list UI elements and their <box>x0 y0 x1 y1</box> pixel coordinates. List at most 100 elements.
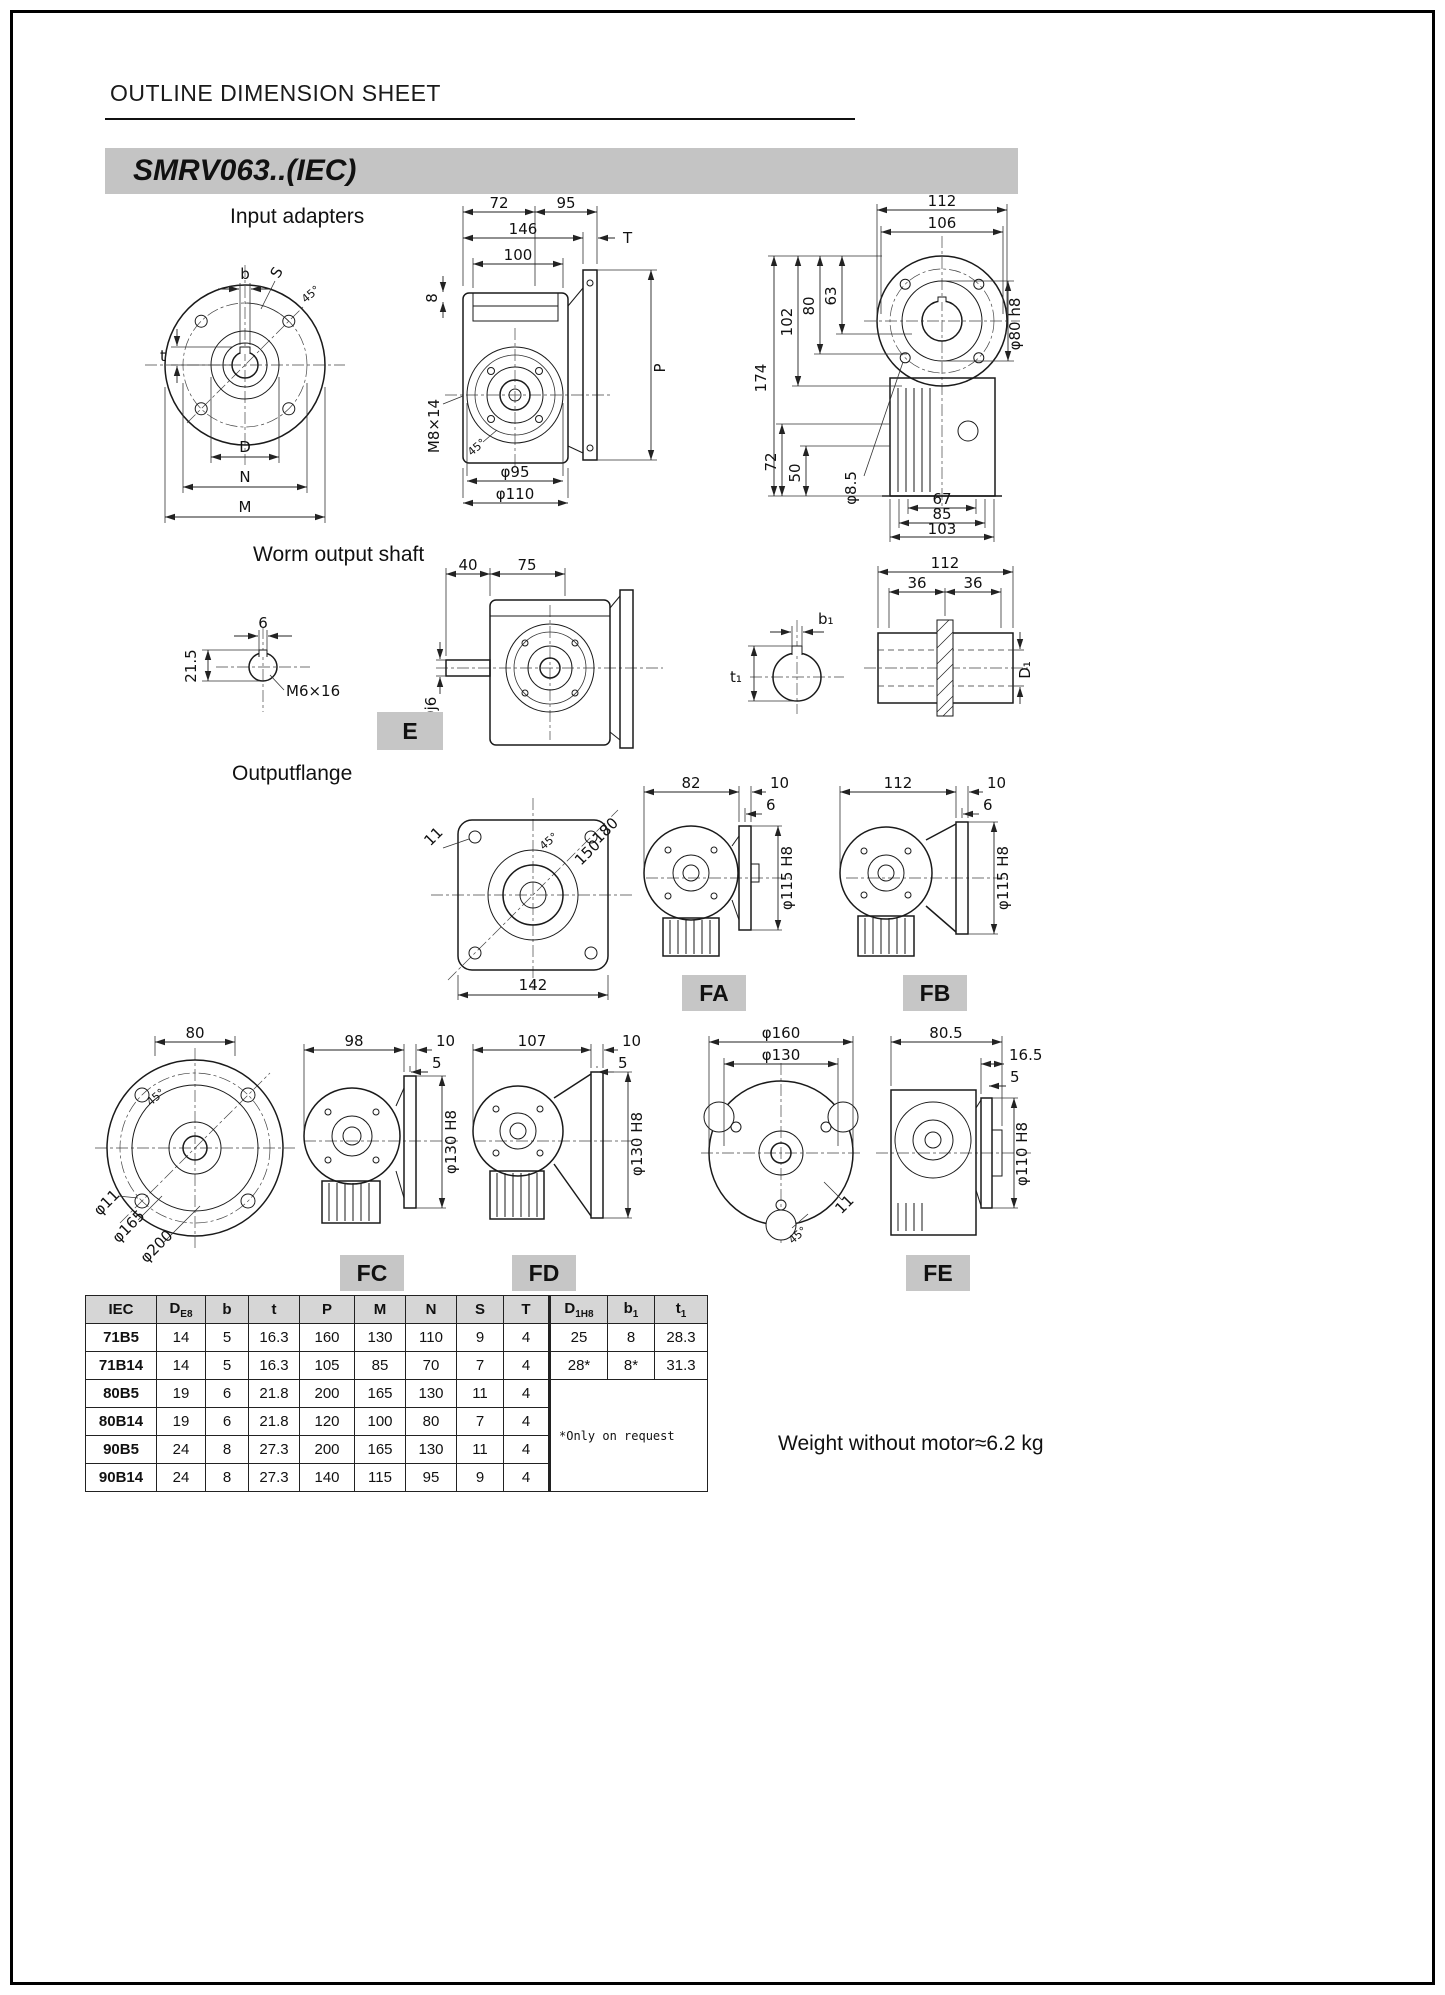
table-header-cell: D1H8 <box>548 1295 608 1324</box>
table-cell: 140 <box>299 1463 355 1492</box>
drawing-geometry <box>145 265 345 465</box>
figure-worm-shaft-end: 6 21.5 M6×16 <box>182 614 340 712</box>
dim-label-5: 5 <box>432 1054 442 1072</box>
table-cell: 200 <box>299 1435 355 1464</box>
dim-label-174: 174 <box>752 364 770 393</box>
drawing-geometry <box>750 620 844 714</box>
dimension-lines <box>303 1044 446 1209</box>
dim-label-85: 85 <box>932 505 951 523</box>
table-cell: 9 <box>456 1323 504 1352</box>
dim-label-M6x16: M6×16 <box>286 682 340 700</box>
table-cell: 14 <box>156 1351 206 1380</box>
dim-label-6: 6 <box>983 796 993 814</box>
dim-label-phi115: φ115 H8 <box>994 846 1012 910</box>
dim-label-106: 106 <box>928 214 957 232</box>
variant-box-FA: FA <box>682 975 746 1011</box>
drawing-geometry <box>701 1063 1031 1243</box>
variant-box-FC: FC <box>340 1255 404 1291</box>
dim-label-142: 142 <box>519 976 548 994</box>
figure-fb: 112 10 6 φ115 H8 <box>839 774 1012 957</box>
dim-label-T: T <box>622 229 633 247</box>
table-row-label: 71B5 <box>85 1323 157 1352</box>
dimension-lines <box>164 280 326 523</box>
dim-label-5: 5 <box>1010 1068 1020 1086</box>
table-cell: 7 <box>456 1351 504 1380</box>
figure-fa: 82 10 6 φ115 H8 <box>643 774 796 957</box>
table-cell: 85 <box>354 1351 406 1380</box>
table-cell: 4 <box>503 1407 550 1436</box>
dim-label-75: 75 <box>517 556 536 574</box>
figure-square-flange: 11 180 150 45° 142 <box>420 798 635 1000</box>
table-cell: 95 <box>405 1463 457 1492</box>
table-row-label: 90B14 <box>85 1463 157 1492</box>
table-cell: 105 <box>299 1351 355 1380</box>
dimension-lines <box>442 838 609 1000</box>
table-cell: 11 <box>456 1379 504 1408</box>
table-cell: 4 <box>503 1351 550 1380</box>
dim-label-21-5: 21.5 <box>182 649 200 682</box>
table-cell: 4 <box>503 1463 550 1492</box>
table-cell: 8* <box>607 1351 655 1380</box>
dim-label-S: S <box>266 264 286 281</box>
table-header-cell: T <box>503 1295 550 1324</box>
dim-label-40: 40 <box>458 556 477 574</box>
table-cell: 160 <box>299 1323 355 1352</box>
figure-input-adapter-front: b S 45° t D N M <box>145 264 345 523</box>
figure-input-adapter-side: 72 95 146 T 100 8 P M8×14 45° φ95 φ110 <box>423 194 669 507</box>
dimension-lines <box>439 206 657 507</box>
dim-label-M: M <box>239 498 252 516</box>
dim-label-M8x14: M8×14 <box>425 399 443 453</box>
table-cell: 27.3 <box>248 1435 300 1464</box>
table-cell: 19 <box>156 1407 206 1436</box>
dim-label-11: 11 <box>420 823 446 849</box>
table-cell: 80 <box>405 1407 457 1436</box>
dim-label-36b: 36 <box>963 574 982 592</box>
table-cell: 31.3 <box>654 1351 708 1380</box>
dim-label-146: 146 <box>509 220 538 238</box>
weight-note: Weight without motor≈6.2 kg <box>778 1432 1044 1455</box>
table-header-cell: IEC <box>85 1295 157 1324</box>
dim-label-107: 107 <box>518 1032 547 1050</box>
dim-label-D: D <box>239 438 251 456</box>
variant-box-FE: FE <box>906 1255 970 1291</box>
table-cell: 6 <box>205 1407 249 1436</box>
table-header-cell: b <box>205 1295 249 1324</box>
dimension-lines <box>748 626 824 702</box>
dim-label-phi130: φ130 <box>762 1046 801 1064</box>
table-header-cell: S <box>456 1295 504 1324</box>
dimension-lines <box>202 630 292 691</box>
dimension-lines <box>839 786 998 935</box>
table-cell: 115 <box>354 1463 406 1492</box>
table-cell: 5 <box>205 1323 249 1352</box>
figure-input-adapter-back: 112 106 174 102 80 63 72 50 φ8.5 67 85 1… <box>752 192 1024 542</box>
table-cell: 24 <box>156 1463 206 1492</box>
dim-label-phi165: φ165 <box>108 1206 148 1246</box>
dimension-lines <box>117 1036 236 1243</box>
drawing-geometry <box>436 589 663 749</box>
dim-label-phi115: φ115 H8 <box>778 846 796 910</box>
drawing-geometry <box>303 1075 458 1224</box>
table-cell: 8 <box>607 1323 655 1352</box>
dim-label-11: 11 <box>831 1191 857 1217</box>
dim-label-45deg: 45° <box>465 436 488 458</box>
table-cell: 100 <box>354 1407 406 1436</box>
dim-label-phi110: φ110 H8 <box>1013 1122 1031 1186</box>
table-cell: 4 <box>503 1323 550 1352</box>
dim-label-10: 10 <box>436 1032 455 1050</box>
dimension-lines <box>436 568 566 694</box>
table-cell: 28* <box>548 1351 608 1380</box>
dim-label-112: 112 <box>928 192 957 210</box>
dim-label-phi95: φ95 <box>501 463 530 481</box>
page-title: OUTLINE DIMENSION SHEET <box>110 80 441 106</box>
table-header-cell: P <box>299 1295 355 1324</box>
table-cell: 70 <box>405 1351 457 1380</box>
drawing-geometry <box>864 236 1020 506</box>
dim-label-phi80h8: φ80 h8 <box>1006 298 1024 351</box>
dimension-lines <box>643 786 782 931</box>
table-cell: 8 <box>205 1435 249 1464</box>
table-header-cell: b1 <box>607 1295 655 1324</box>
dim-label-80: 80 <box>800 296 818 315</box>
drawing-geometry <box>445 269 610 466</box>
table-cell: 21.8 <box>248 1407 300 1436</box>
